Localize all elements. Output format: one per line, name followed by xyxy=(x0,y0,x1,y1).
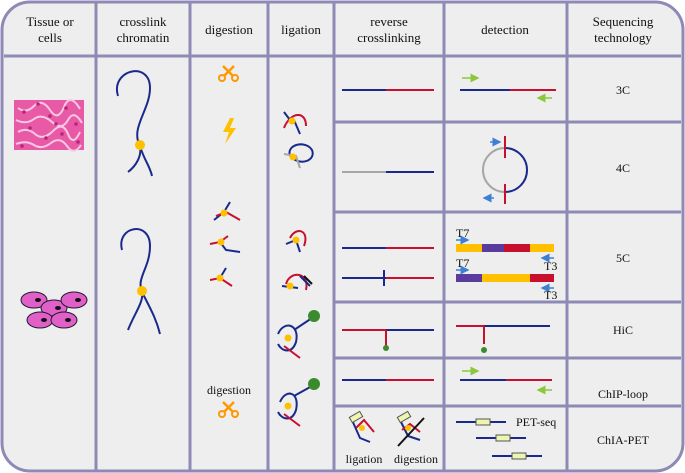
chia-ligation-diagram xyxy=(348,410,375,443)
scissors-icon xyxy=(218,65,239,82)
header-detection: detection xyxy=(481,22,529,37)
detection-5c xyxy=(456,235,554,293)
header-crosslink-line2: chromatin xyxy=(117,30,170,45)
detection-3c xyxy=(460,73,556,103)
row-dividers xyxy=(334,120,681,408)
header-ligation: ligation xyxy=(281,22,321,37)
tech-chip-loop: ChIP-loop xyxy=(598,387,648,401)
tech-3c: 3C xyxy=(616,83,630,97)
tech-5c: 5C xyxy=(616,251,630,265)
pet-seq-label: PET-seq xyxy=(516,415,556,429)
detection-chip-loop xyxy=(460,366,552,395)
header-tissue-line2: cells xyxy=(38,30,62,45)
hic-biotin-mark xyxy=(383,345,389,351)
crosslink-point-bottom xyxy=(137,286,147,296)
header-sequencing-line1: Sequencing xyxy=(593,14,654,29)
header-crosslink-line1: crosslink xyxy=(120,14,167,29)
t3-label-bottom: T3 xyxy=(544,288,557,302)
header-digestion: digestion xyxy=(205,22,253,37)
scissors-icon-bottom xyxy=(218,401,239,418)
technology-labels: 3C 4C 5C HiC ChIP-loop ChIA-PET xyxy=(597,83,650,447)
lightning-icon xyxy=(223,118,236,144)
tech-hic: HiC xyxy=(613,323,633,337)
chromatin-loop-bottom xyxy=(120,228,161,335)
header-reverse-line1: reverse xyxy=(370,14,408,29)
ligation-products xyxy=(277,111,314,427)
t3-label-top: T3 xyxy=(544,259,557,273)
primer-labels: T7 T3 T7 T3 xyxy=(456,226,557,302)
column-dividers xyxy=(94,2,569,471)
header-reverse-line2: crosslinking xyxy=(357,30,421,45)
chia-digestion-label: digestion xyxy=(394,452,438,466)
detection-4c xyxy=(482,136,528,204)
cells-illustration xyxy=(20,291,88,329)
reverse-crosslink-lines xyxy=(342,89,434,381)
header-row: Tissue or cells crosslink chromatin dige… xyxy=(26,14,654,45)
t7-label-bottom: T7 xyxy=(456,256,469,270)
chia-ligation-point xyxy=(359,425,365,431)
tissue-image xyxy=(14,99,84,152)
chia-digestion-point xyxy=(405,425,411,431)
digestion-text: digestion xyxy=(207,383,251,397)
crosslink-point-top xyxy=(135,140,145,150)
header-sequencing-line2: technology xyxy=(594,30,652,45)
antibody-beads xyxy=(308,310,320,390)
t7-label-top: T7 xyxy=(456,226,469,240)
detection-hic xyxy=(456,325,550,353)
tech-4c: 4C xyxy=(616,161,630,175)
chia-digestion-diagram xyxy=(396,410,425,447)
ligation-crosslink-points xyxy=(284,117,300,410)
header-tissue-line1: Tissue or xyxy=(26,14,74,29)
cell-nuclei xyxy=(35,298,81,322)
chia-ligation-label: ligation xyxy=(346,452,383,466)
tech-chia-pet: ChIA-PET xyxy=(597,433,650,447)
digestion-crosslink-points xyxy=(216,209,228,282)
detection-chia-pet xyxy=(456,418,542,460)
